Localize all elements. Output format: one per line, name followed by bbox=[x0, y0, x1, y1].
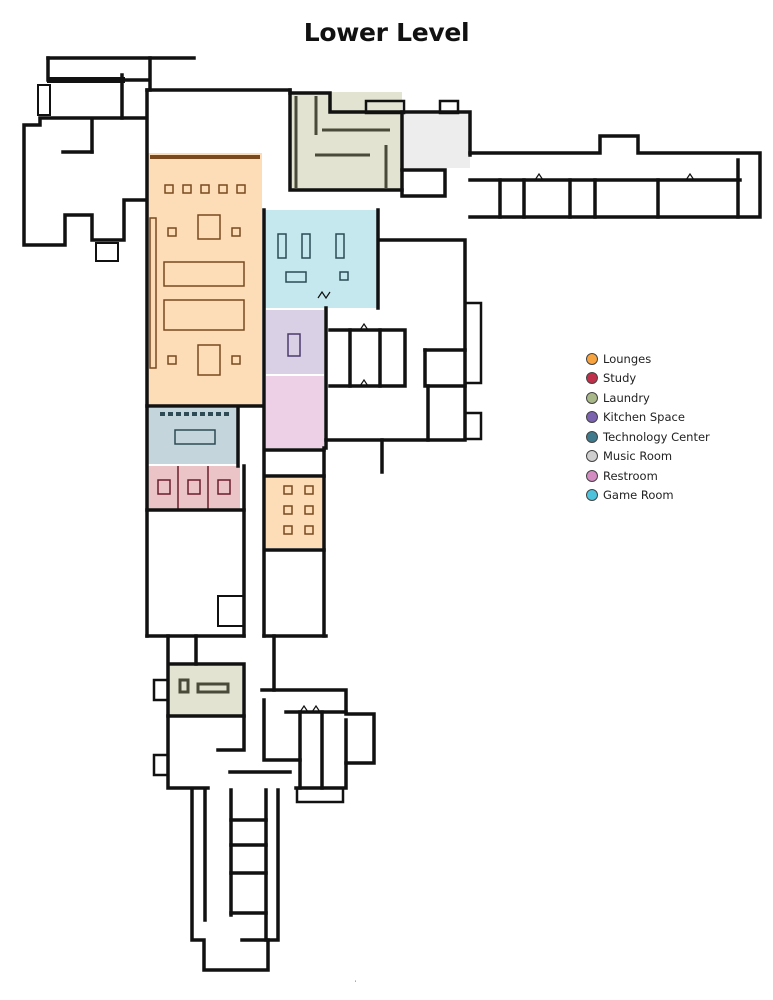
music-swatch-icon bbox=[586, 450, 598, 463]
kitchen-furniture bbox=[287, 333, 301, 357]
restroom[interactable] bbox=[266, 376, 324, 448]
restroom-swatch-icon bbox=[586, 469, 598, 482]
zones bbox=[148, 92, 470, 716]
legend-label: Restroom bbox=[603, 468, 658, 483]
game-swatch-icon bbox=[586, 489, 598, 502]
walls bbox=[22, 56, 762, 972]
laundry-furniture bbox=[178, 96, 390, 694]
legend-label: Technology Center bbox=[603, 429, 710, 444]
laundry-swatch-icon bbox=[586, 391, 598, 404]
legend-item-lounges: Lounges bbox=[586, 349, 710, 369]
legend-item-study: Study bbox=[586, 369, 710, 389]
game-room[interactable] bbox=[264, 210, 378, 308]
legend-item-kitchen-space: Kitchen Space bbox=[586, 408, 710, 428]
laundry-top[interactable] bbox=[290, 92, 402, 190]
legend-item-restroom: Restroom bbox=[586, 466, 710, 486]
legend: Lounges Study Laundry Kitchen Space Tech… bbox=[586, 349, 710, 505]
legend-item-laundry: Laundry bbox=[586, 388, 710, 408]
technology-swatch-icon bbox=[586, 430, 598, 443]
legend-label: Music Room bbox=[603, 449, 673, 464]
kitchen-space[interactable] bbox=[266, 310, 324, 374]
lounges-swatch-icon bbox=[586, 352, 598, 365]
legend-label: Study bbox=[603, 371, 637, 386]
legend-label: Kitchen Space bbox=[603, 410, 685, 425]
svg-text:': ' bbox=[355, 981, 356, 987]
legend-label: Laundry bbox=[603, 390, 650, 405]
door-swings bbox=[299, 172, 695, 713]
technology-center[interactable] bbox=[148, 408, 238, 464]
tech-furniture bbox=[160, 412, 232, 445]
legend-label: Game Room bbox=[603, 488, 674, 503]
page-title: Lower Level bbox=[303, 18, 470, 47]
lounge-main[interactable] bbox=[148, 153, 262, 406]
lounge-furniture bbox=[149, 155, 314, 535]
game-furniture bbox=[277, 233, 349, 283]
music-room[interactable] bbox=[404, 114, 470, 168]
legend-item-technology-center: Technology Center bbox=[586, 427, 710, 447]
legend-label: Lounges bbox=[603, 351, 652, 366]
legend-item-game-room: Game Room bbox=[586, 486, 710, 506]
study-furniture bbox=[157, 466, 231, 510]
legend-item-music-room: Music Room bbox=[586, 447, 710, 467]
study-swatch-icon bbox=[586, 372, 598, 385]
study-rooms[interactable] bbox=[148, 466, 240, 510]
lounge-small[interactable] bbox=[266, 478, 324, 548]
kitchen-swatch-icon bbox=[586, 411, 598, 424]
